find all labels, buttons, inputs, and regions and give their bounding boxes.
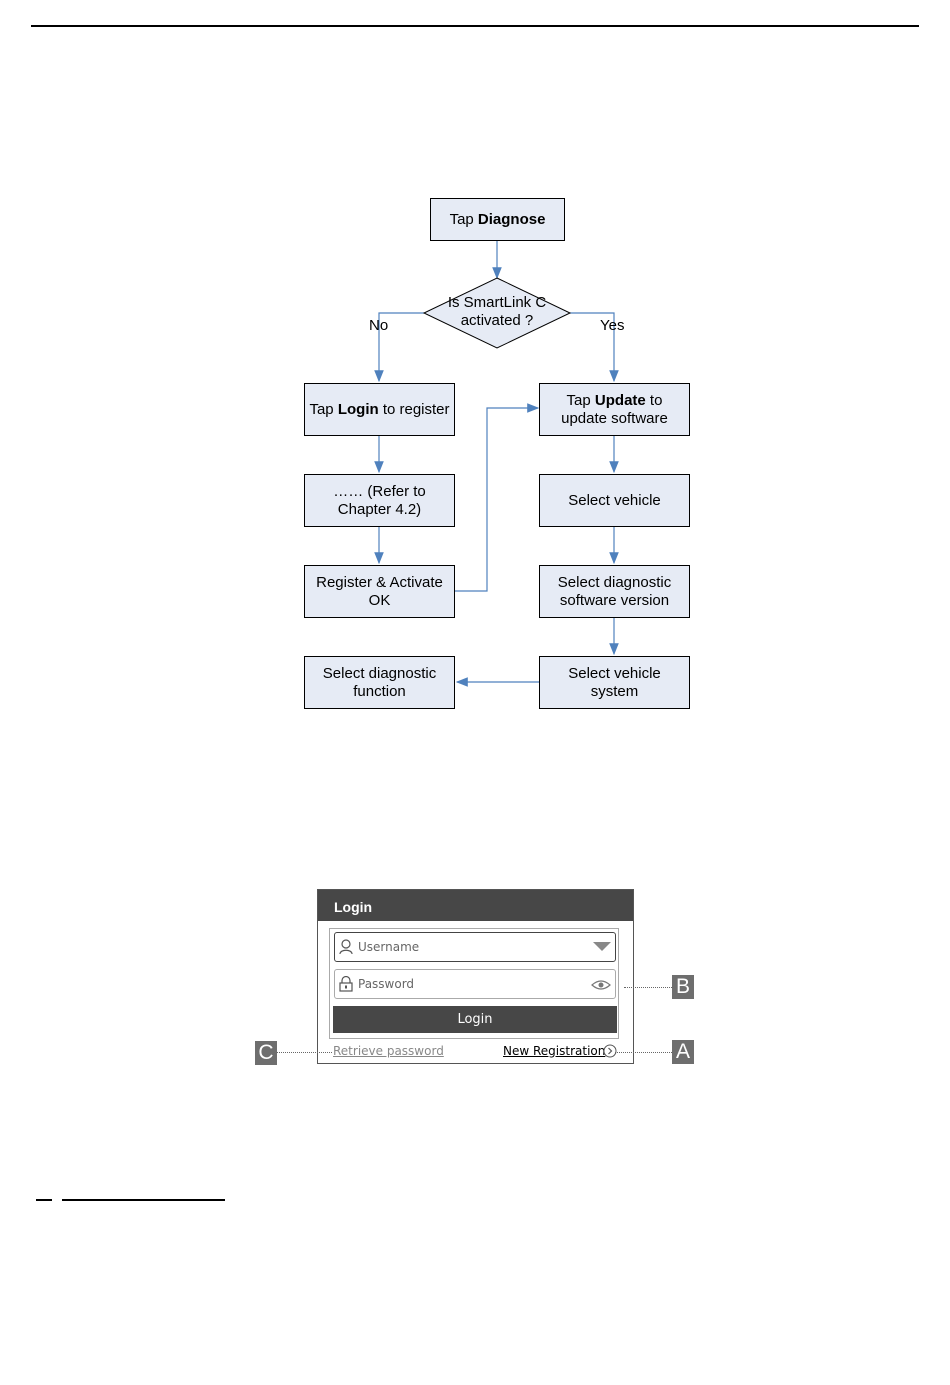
callout-c: C — [255, 1041, 277, 1065]
login-dialog: Login Username Password Login — [317, 889, 634, 1064]
box-select-sw-version: Select diagnostic software version — [539, 565, 690, 618]
arrow-register-to-update — [455, 403, 540, 592]
login-button[interactable]: Login — [333, 1006, 617, 1033]
lock-icon — [339, 976, 353, 992]
retrieve-password-link[interactable]: Retrieve password — [333, 1044, 444, 1058]
callout-a-leader — [615, 1052, 672, 1053]
password-field[interactable]: Password — [334, 969, 616, 999]
box-tap-diagnose: Tap Diagnose — [430, 198, 565, 241]
username-field[interactable]: Username — [334, 932, 616, 962]
dialog-title: Login — [318, 890, 633, 921]
box-tap-update: Tap Update to update software — [539, 383, 690, 436]
no-label: No — [369, 317, 389, 334]
chevron-right-circle-icon[interactable] — [603, 1044, 617, 1058]
arrow-no — [374, 312, 424, 383]
callout-b-leader — [624, 987, 672, 988]
box-refer-chapter: …… (Refer to Chapter 4.2) — [304, 474, 455, 527]
password-placeholder: Password — [358, 977, 415, 991]
box-register-activate: Register & Activate OK — [304, 565, 455, 618]
callout-b: B — [672, 975, 694, 999]
yes-label: Yes — [600, 317, 625, 334]
user-icon — [339, 939, 353, 955]
footer-rule — [62, 1199, 225, 1201]
box-select-system: Select vehicle system — [539, 656, 690, 709]
flowchart-connectors — [374, 241, 619, 687]
new-registration-link[interactable]: New Registration — [503, 1044, 606, 1058]
login-form: Username Password Login — [329, 928, 619, 1039]
decision-text: Is SmartLink C activated ? — [447, 294, 547, 329]
box-tap-login: Tap Login to register — [304, 383, 455, 436]
eye-icon[interactable] — [591, 979, 611, 991]
footer-rule-short — [36, 1199, 52, 1201]
activation-flowchart: Tap Diagnose Is SmartLink C activated ? … — [304, 198, 690, 709]
box-select-vehicle: Select vehicle — [539, 474, 690, 527]
arrow-yes — [570, 312, 619, 383]
box-select-function: Select diagnostic function — [304, 656, 455, 709]
decision-diamond — [422, 277, 572, 349]
chevron-down-icon[interactable] — [593, 942, 611, 952]
username-placeholder: Username — [358, 940, 420, 954]
top-rule — [31, 25, 919, 27]
callout-a: A — [672, 1040, 694, 1064]
callout-c-leader — [277, 1052, 332, 1053]
